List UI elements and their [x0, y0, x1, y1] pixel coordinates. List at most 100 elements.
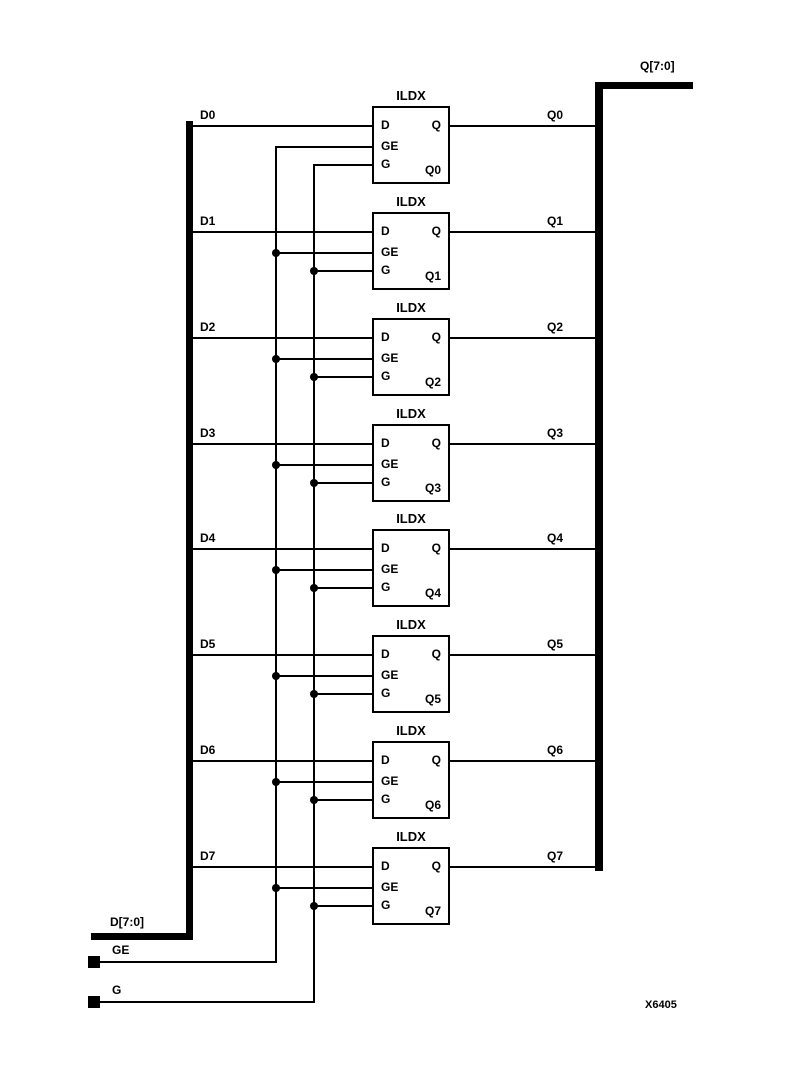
- latch-instance-label: Q3: [424, 481, 441, 495]
- component-type-label: ILDX: [396, 511, 426, 526]
- data-input-wire: [193, 231, 372, 233]
- data-output-wire: [450, 443, 595, 445]
- data-input-wire: [193, 654, 372, 656]
- gate-enable-terminal-wire: [100, 961, 277, 963]
- gate-enable-vertical-wire: [275, 146, 277, 963]
- gate-enable-signal-label: GE: [112, 943, 130, 957]
- gate-enable-stub-wire: [276, 146, 372, 148]
- pin-label-d: D: [381, 118, 390, 132]
- pin-label-q: Q: [431, 330, 441, 344]
- latch-instance-label: Q7: [424, 904, 441, 918]
- data-input-wire: [193, 125, 372, 127]
- pin-label-g: G: [381, 369, 391, 383]
- pin-label-ge: GE: [381, 668, 399, 682]
- data-output-net-label: Q7: [547, 849, 564, 863]
- gate-enable-junction-dot: [272, 778, 280, 786]
- ildx-latch-block: D GE G Q Q0: [372, 106, 450, 184]
- gate-enable-stub-wire: [276, 675, 372, 677]
- data-input-wire: [193, 760, 372, 762]
- gate-enable-stub-wire: [276, 781, 372, 783]
- ildx-latch-block: D GE G Q Q3: [372, 424, 450, 502]
- component-type-label: ILDX: [396, 194, 426, 209]
- gate-terminal-wire: [100, 1001, 315, 1003]
- gate-junction-dot: [310, 796, 318, 804]
- latch-instance-label: Q0: [424, 163, 441, 177]
- pin-label-d: D: [381, 647, 390, 661]
- gate-junction-dot: [310, 902, 318, 910]
- pin-label-q: Q: [431, 859, 441, 873]
- component-type-label: ILDX: [396, 829, 426, 844]
- data-output-wire: [450, 760, 595, 762]
- data-output-net-label: Q0: [547, 108, 564, 122]
- gate-enable-stub-wire: [276, 464, 372, 466]
- ildx-latch-block: D GE G Q Q1: [372, 212, 450, 290]
- data-input-wire: [193, 548, 372, 550]
- gate-enable-junction-dot: [272, 249, 280, 257]
- gate-stub-wire: [314, 164, 372, 166]
- gate-stub-wire: [314, 270, 372, 272]
- data-output-wire: [450, 866, 595, 868]
- gate-enable-junction-dot: [272, 672, 280, 680]
- gate-enable-junction-dot: [272, 566, 280, 574]
- gate-enable-junction-dot: [272, 461, 280, 469]
- gate-junction-dot: [310, 479, 318, 487]
- data-input-net-label: D5: [200, 637, 216, 651]
- data-input-net-label: D1: [200, 214, 216, 228]
- pin-label-q: Q: [431, 647, 441, 661]
- gate-stub-wire: [314, 693, 372, 695]
- component-type-label: ILDX: [396, 723, 426, 738]
- latch-instance-label: Q2: [424, 375, 441, 389]
- ildx-latch-block: D GE G Q Q2: [372, 318, 450, 396]
- data-output-net-label: Q4: [547, 531, 564, 545]
- pin-label-q: Q: [431, 436, 441, 450]
- gate-enable-stub-wire: [276, 358, 372, 360]
- output-bus-label: Q[7:0]: [640, 59, 675, 73]
- data-output-wire: [450, 125, 595, 127]
- latch-instance-label: Q4: [424, 586, 441, 600]
- gate-stub-wire: [314, 587, 372, 589]
- component-type-label: ILDX: [396, 406, 426, 421]
- component-type-label: ILDX: [396, 88, 426, 103]
- input-bus-vertical-segment: [186, 121, 193, 940]
- gate-stub-wire: [314, 799, 372, 801]
- data-input-net-label: D7: [200, 849, 216, 863]
- gate-junction-dot: [310, 690, 318, 698]
- pin-label-ge: GE: [381, 880, 399, 894]
- pin-label-g: G: [381, 580, 391, 594]
- pin-label-q: Q: [431, 224, 441, 238]
- ildx-latch-block: D GE G Q Q5: [372, 635, 450, 713]
- pin-label-q: Q: [431, 118, 441, 132]
- data-output-net-label: Q3: [547, 426, 564, 440]
- gate-junction-dot: [310, 373, 318, 381]
- gate-enable-stub-wire: [276, 252, 372, 254]
- data-input-wire: [193, 337, 372, 339]
- data-output-net-label: Q1: [547, 214, 564, 228]
- gate-signal-label: G: [112, 983, 122, 997]
- pin-label-g: G: [381, 686, 391, 700]
- pin-label-ge: GE: [381, 457, 399, 471]
- data-input-net-label: D3: [200, 426, 216, 440]
- data-input-net-label: D2: [200, 320, 216, 334]
- gate-enable-terminal-square: [88, 956, 100, 968]
- output-bus-horizontal-segment: [595, 82, 693, 89]
- output-bus-vertical-segment: [595, 82, 603, 871]
- data-input-wire: [193, 443, 372, 445]
- pin-label-d: D: [381, 224, 390, 238]
- gate-stub-wire: [314, 905, 372, 907]
- pin-label-d: D: [381, 436, 390, 450]
- data-input-wire: [193, 866, 372, 868]
- data-output-wire: [450, 231, 595, 233]
- gate-junction-dot: [310, 584, 318, 592]
- pin-label-g: G: [381, 792, 391, 806]
- latch-instance-label: Q1: [424, 269, 441, 283]
- pin-label-d: D: [381, 859, 390, 873]
- pin-label-ge: GE: [381, 351, 399, 365]
- gate-enable-stub-wire: [276, 887, 372, 889]
- ildx-latch-block: D GE G Q Q7: [372, 847, 450, 925]
- input-bus-horizontal-segment: [91, 933, 193, 940]
- gate-junction-dot: [310, 267, 318, 275]
- gate-terminal-square: [88, 996, 100, 1008]
- gate-vertical-wire: [313, 164, 315, 1003]
- latch-instance-label: Q6: [424, 798, 441, 812]
- data-input-net-label: D4: [200, 531, 216, 545]
